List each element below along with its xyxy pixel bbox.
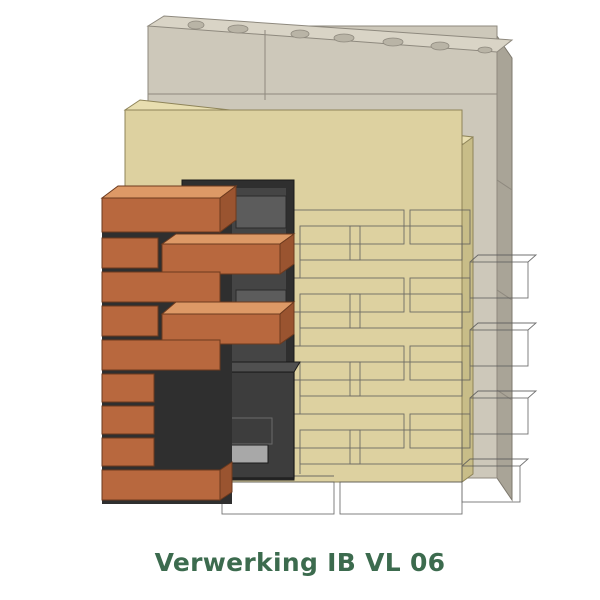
diagram-caption: Verwerking IB VL 06	[154, 548, 446, 577]
brick-veneer	[100, 185, 296, 504]
wall-cross-section-illustration	[100, 15, 538, 515]
